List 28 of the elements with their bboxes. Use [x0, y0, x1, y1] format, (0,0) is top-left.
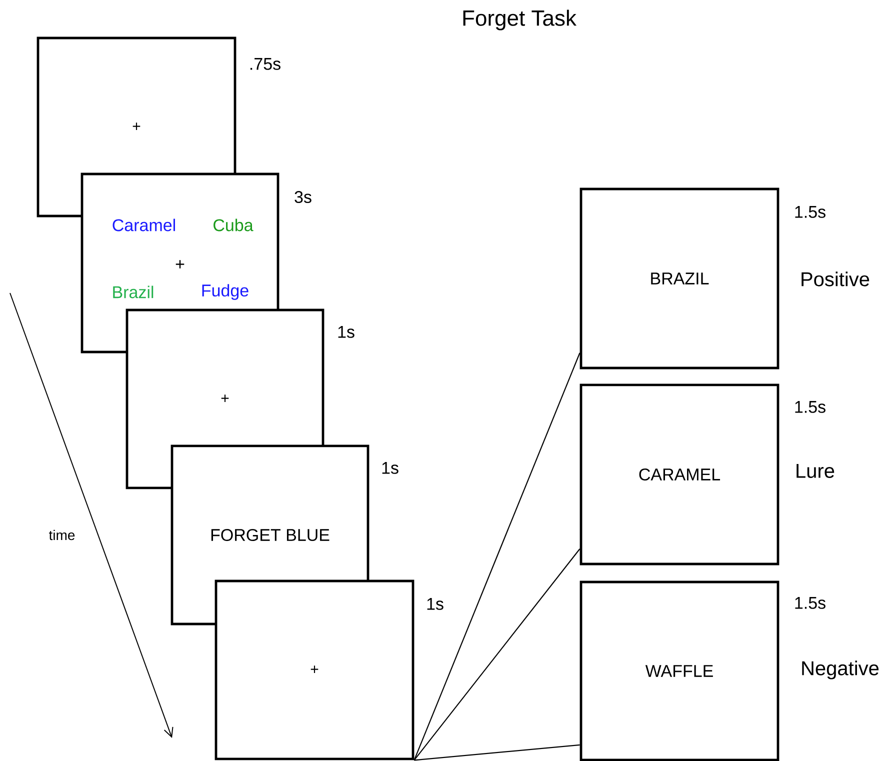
screen-text: Brazil [113, 286, 154, 298]
duration-label: 1.5s [795, 597, 826, 609]
duration-label: 1s [338, 326, 354, 338]
screen-text: + [132, 122, 140, 130]
screen-text: Fudge [202, 284, 248, 300]
duration-label: 1.5s [795, 401, 826, 413]
screen-text: + [310, 666, 318, 673]
screen-text: Caramel [112, 218, 175, 232]
screen-text: + [221, 394, 229, 402]
axis-label: time [48, 528, 76, 542]
condition-label: Negative [802, 660, 879, 680]
duration-label: 1s [427, 598, 444, 610]
title: Forget Task [463, 10, 576, 30]
condition-label: Positive [802, 272, 870, 286]
duration-label: 1s [382, 462, 398, 474]
duration-label: 1.5s [795, 206, 826, 218]
screen-text: FORGET BLUE [211, 528, 330, 541]
screen-text: BRAZIL [651, 272, 709, 284]
condition-label: Lure [796, 464, 834, 478]
duration-label: 3s [294, 190, 312, 204]
duration-label: .75s [250, 58, 280, 70]
screen-text: + [176, 260, 184, 268]
connector-line [414, 352, 580, 760]
connector-line [414, 548, 580, 761]
connector-line [414, 744, 580, 761]
screen-text: Cuba [214, 218, 254, 232]
screen-text: CARAMEL [639, 468, 720, 480]
screen-text: WAFFLE [645, 665, 713, 677]
